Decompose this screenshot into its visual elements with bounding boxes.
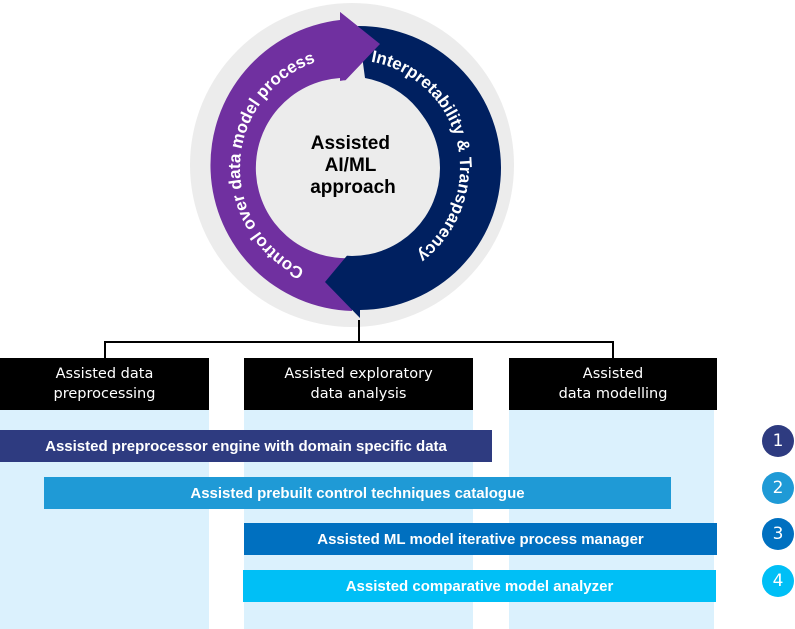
center-label-line: Assisted bbox=[311, 133, 390, 154]
center-label: Assisted AI/ML approach bbox=[310, 133, 396, 198]
arrow-overlap bbox=[340, 12, 380, 86]
number-badge-1: 1 bbox=[762, 425, 794, 457]
capability-bar-1: Assisted preprocessor engine with domain… bbox=[0, 430, 492, 462]
left-arc-arrow bbox=[210, 12, 380, 311]
column-header-preprocessing: Assisted data preprocessing bbox=[0, 358, 209, 410]
capability-bar-2: Assisted prebuilt control techniques cat… bbox=[44, 477, 671, 509]
column-header-data-modelling: Assisted data modelling bbox=[509, 358, 717, 410]
column-header-exploratory-analysis: Assisted exploratory data analysis bbox=[244, 358, 473, 410]
number-badge-2: 2 bbox=[762, 472, 794, 504]
center-label-line: AI/ML bbox=[325, 155, 377, 176]
capability-bar-3: Assisted ML model iterative process mana… bbox=[244, 523, 717, 555]
capability-bar-4: Assisted comparative model analyzer bbox=[243, 570, 716, 602]
right-arc-arrow bbox=[325, 25, 502, 318]
connector-horizontal bbox=[104, 341, 614, 343]
connector-drop-left bbox=[104, 341, 106, 358]
number-badge-3: 3 bbox=[762, 518, 794, 550]
assisted-aiml-cycle-diagram: Control over data model process Interpre… bbox=[190, 3, 514, 327]
number-badge-4: 4 bbox=[762, 565, 794, 597]
inner-disc bbox=[264, 80, 440, 256]
connector-drop-right bbox=[612, 341, 614, 358]
connector-vertical-main bbox=[358, 320, 360, 343]
center-label-line: approach bbox=[310, 177, 396, 198]
